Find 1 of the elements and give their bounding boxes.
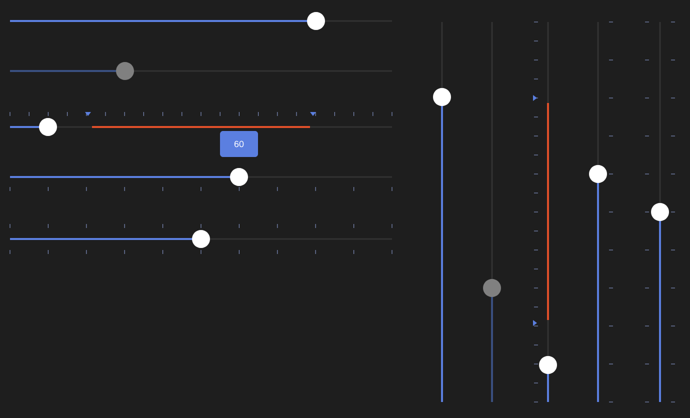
- value-tooltip: 60: [220, 131, 258, 157]
